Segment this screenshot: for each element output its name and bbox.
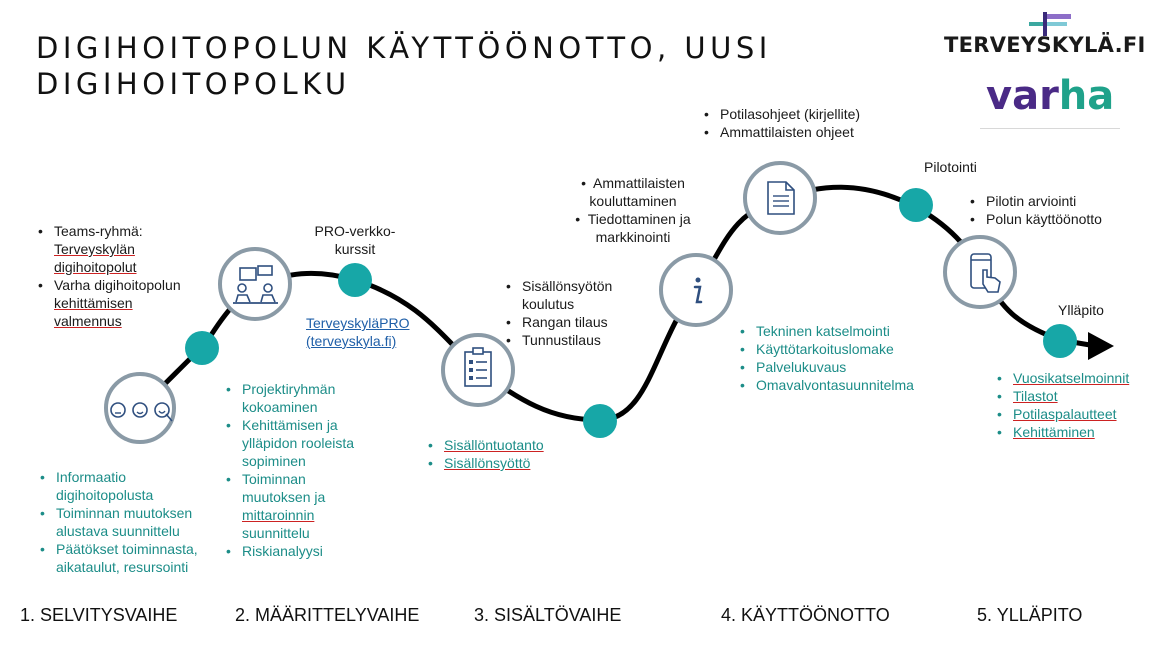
list-item: Vuosikatselmoinnit — [995, 369, 1129, 387]
list-item: Sisällönsyöttö — [426, 454, 544, 472]
stage4-top-list: Potilasohjeet (kirjellite) Ammattilaiste… — [702, 105, 860, 141]
pro-course-label: PRO-verkko- kurssit — [314, 223, 396, 257]
phase-label-2: 2. MÄÄRITTELYVAIHE — [235, 605, 420, 625]
maintenance-label: Ylläpito — [1058, 302, 1104, 318]
checklist-icon — [441, 333, 515, 407]
logo-divider — [980, 128, 1120, 129]
list-item: Potilaspalautteet — [995, 405, 1129, 423]
milestone-dot — [185, 331, 219, 365]
stage4-lower-list: Tekninen katselmointi Käyttötarkoituslom… — [738, 322, 914, 394]
list-item: Päätökset toiminnasta,aikataulut, resurs… — [38, 540, 198, 576]
title-line-1: DIGIHOITOPOLUN KÄYTTÖÖNOTTO, UUSI — [36, 31, 772, 65]
info-icon — [659, 253, 733, 327]
phase-label-3: 3. SISÄLTÖVAIHE — [474, 605, 622, 625]
document-icon — [743, 161, 817, 235]
list-item: • Tiedottaminen ja — [575, 211, 691, 227]
pilot-list: Pilotin arviointi Polun käyttöönotto — [968, 192, 1102, 228]
terveyskyla-pro-link[interactable]: TerveyskyläPRO (terveyskyla.fi) — [306, 315, 410, 349]
list-item: Varha digihoitopolunkehittämisenvalmennu… — [36, 276, 181, 330]
list-item: Riskianalyysi — [224, 542, 354, 560]
varha-logo-part-1: var — [986, 73, 1059, 119]
varha-logo: varha — [986, 70, 1114, 122]
list-item: Tilastot — [995, 387, 1129, 405]
terveyskyla-logo-mark — [1029, 12, 1071, 36]
list-item: • Ammattilaisten — [581, 175, 685, 191]
list-item: Palvelukuvaus — [738, 358, 914, 376]
phase-label-5: 5. YLLÄPITO — [977, 605, 1083, 625]
faces-icon — [104, 372, 176, 444]
list-item: Polun käyttöönotto — [968, 210, 1102, 228]
title-line-2: DIGIHOITOPOLKU — [36, 67, 351, 101]
list-item: Tunnustilaus — [504, 331, 612, 349]
meeting-icon — [218, 247, 292, 321]
list-item: Käyttötarkoituslomake — [738, 340, 914, 358]
list-item: Tekninen katselmointi — [738, 322, 914, 340]
phone-touch-icon — [943, 235, 1017, 309]
page-title: DIGIHOITOPOLUN KÄYTTÖÖNOTTO, UUSI DIGIHO… — [36, 30, 772, 102]
phase-label-1: 1. SELVITYSVAIHE — [20, 605, 178, 625]
list-item: Pilotin arviointi — [968, 192, 1102, 210]
list-item: Ammattilaisten ohjeet — [702, 123, 860, 141]
list-item: Kehittäminen — [995, 423, 1129, 441]
stage3-mid-list: • Ammattilaisten kouluttaminen • Tiedott… — [548, 174, 718, 246]
list-item: Potilasohjeet (kirjellite) — [702, 105, 860, 123]
varha-logo-part-2: ha — [1058, 73, 1115, 119]
milestone-dot — [899, 188, 933, 222]
stage5-list: Vuosikatselmoinnit Tilastot Potilaspalau… — [995, 369, 1129, 441]
phase-label-4: 4. KÄYTTÖÖNOTTO — [721, 605, 890, 625]
list-item: Omavalvontasuunnitelma — [738, 376, 914, 394]
milestone-dot — [583, 404, 617, 438]
list-item: Sisällöntuotanto — [426, 436, 544, 454]
milestone-dot — [338, 263, 372, 297]
milestone-dot — [1043, 324, 1077, 358]
path-arrowhead — [1088, 332, 1114, 360]
stage3-lower-list: Sisällöntuotanto Sisällönsyöttö — [426, 436, 544, 472]
list-item: Rangan tilaus — [504, 313, 612, 331]
pilot-label: Pilotointi — [924, 159, 977, 175]
terveyskyla-logo: TERVEYSKYLÄ.FI — [944, 33, 1146, 57]
